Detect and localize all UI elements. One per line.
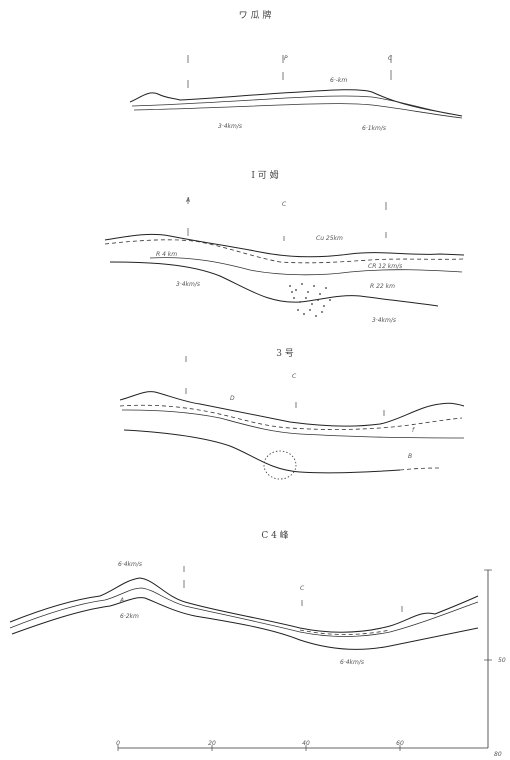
profile-section-1: ワ 瓜 牌 P C 6·-km 3·4km/s 6·1km/s xyxy=(130,9,462,132)
right-axis-label: 50 xyxy=(498,657,506,664)
section-2-title: Ⅰ 可 姆 xyxy=(251,169,278,181)
profile-section-2: Ⅰ 可 姆 C A Cu 25km R 4 km CR 12 km/s 3·4k… xyxy=(105,169,464,324)
section-4-layer-line-2 xyxy=(12,598,478,650)
section-4-title: C 4 峰 xyxy=(261,530,288,541)
section-3-label-b: B xyxy=(408,453,412,460)
section-4-label-c: C xyxy=(300,585,305,592)
section-2-label-a: A xyxy=(185,197,190,204)
section-3-label-d: D xyxy=(230,395,235,402)
section-1-title: ワ 瓜 牌 xyxy=(239,9,272,21)
section-2-label-cu: Cu 25km xyxy=(316,235,343,242)
section-3-title: 3 号 xyxy=(276,348,294,359)
section-2-dotted-zone xyxy=(289,283,331,317)
bottom-axis-label-3: 60 xyxy=(396,740,404,747)
section-1-label-c: 6·-km xyxy=(330,77,347,84)
bottom-axis-label-4: 80 xyxy=(494,751,502,758)
section-4-label-depth: 6·2km xyxy=(120,613,139,620)
profile-section-3: 3 号 C D f B xyxy=(120,348,464,479)
bottom-axis-label-2: 40 xyxy=(302,740,310,747)
section-2-label-velocity-left: 3·4km/s xyxy=(176,281,200,288)
section-2-label-r22: R 22 km xyxy=(370,283,395,290)
profile-section-4: C 4 峰 6·4km/s A 6·2km C 6·4km/s xyxy=(10,530,478,666)
section-2-label-velocity-right: 3·4km/s xyxy=(372,317,396,324)
section-3-label-f: f xyxy=(412,427,415,434)
section-1-label-d: 3·4km/s xyxy=(218,123,242,130)
section-3-label-c: C xyxy=(292,373,297,380)
section-3-surface-line xyxy=(120,392,464,427)
section-2-layer-line-1 xyxy=(150,258,462,275)
section-3-dashed-boundary xyxy=(120,405,462,429)
scale-axes: 0 20 40 60 80 50 xyxy=(116,570,506,758)
section-3-dashed-lower xyxy=(400,468,440,470)
section-2-label-cr: CR 12 km/s xyxy=(368,263,402,270)
bottom-axis-label-0: 0 xyxy=(116,740,120,747)
section-1-label-b: C xyxy=(388,55,393,62)
section-1-label-e: 6·1km/s xyxy=(362,125,386,132)
section-1-surface-line xyxy=(130,90,462,116)
section-2-label-c-marker: C xyxy=(282,201,287,208)
section-4-label-velocity-top: 6·4km/s xyxy=(118,561,142,568)
section-1-label-a: P xyxy=(284,55,288,62)
section-2-label-r4: R 4 km xyxy=(156,251,177,258)
section-4-label-a: A xyxy=(119,597,124,604)
section-4-label-velocity-bottom: 6·4km/s xyxy=(340,659,364,666)
bottom-axis-label-1: 20 xyxy=(208,740,216,747)
